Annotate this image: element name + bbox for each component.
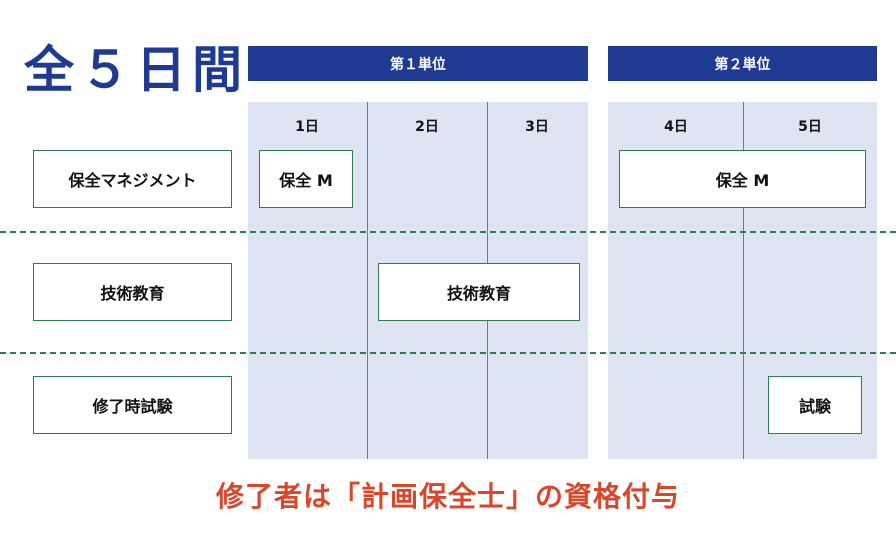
day-divider-3: [743, 102, 744, 459]
row-label-technical: 技術教育: [33, 263, 232, 321]
row-label-exam: 修了時試験: [33, 376, 232, 434]
block-maintenance-day4-5: 保全 M: [619, 150, 866, 208]
day-divider-1: [367, 102, 368, 459]
row-label-maintenance: 保全マネジメント: [33, 150, 232, 208]
row-separator-1: [0, 231, 896, 233]
block-technical-day2-3: 技術教育: [378, 263, 580, 321]
row-separator-2: [0, 352, 896, 354]
day-label-2: 2日: [415, 119, 439, 135]
day-label-3: 3日: [525, 119, 549, 135]
day-label-5: 5日: [798, 119, 822, 135]
page-title: 全５日間: [24, 41, 248, 99]
certification-note: 修了者は「計画保全士」の資格付与: [215, 480, 680, 513]
unit-header-2: 第２単位: [608, 46, 877, 81]
day-label-4: 4日: [664, 119, 688, 135]
unit-header-1: 第１単位: [248, 46, 588, 81]
block-maintenance-day1: 保全 M: [259, 150, 353, 208]
day-label-1: 1日: [295, 119, 319, 135]
block-exam-day5: 試験: [768, 376, 862, 434]
